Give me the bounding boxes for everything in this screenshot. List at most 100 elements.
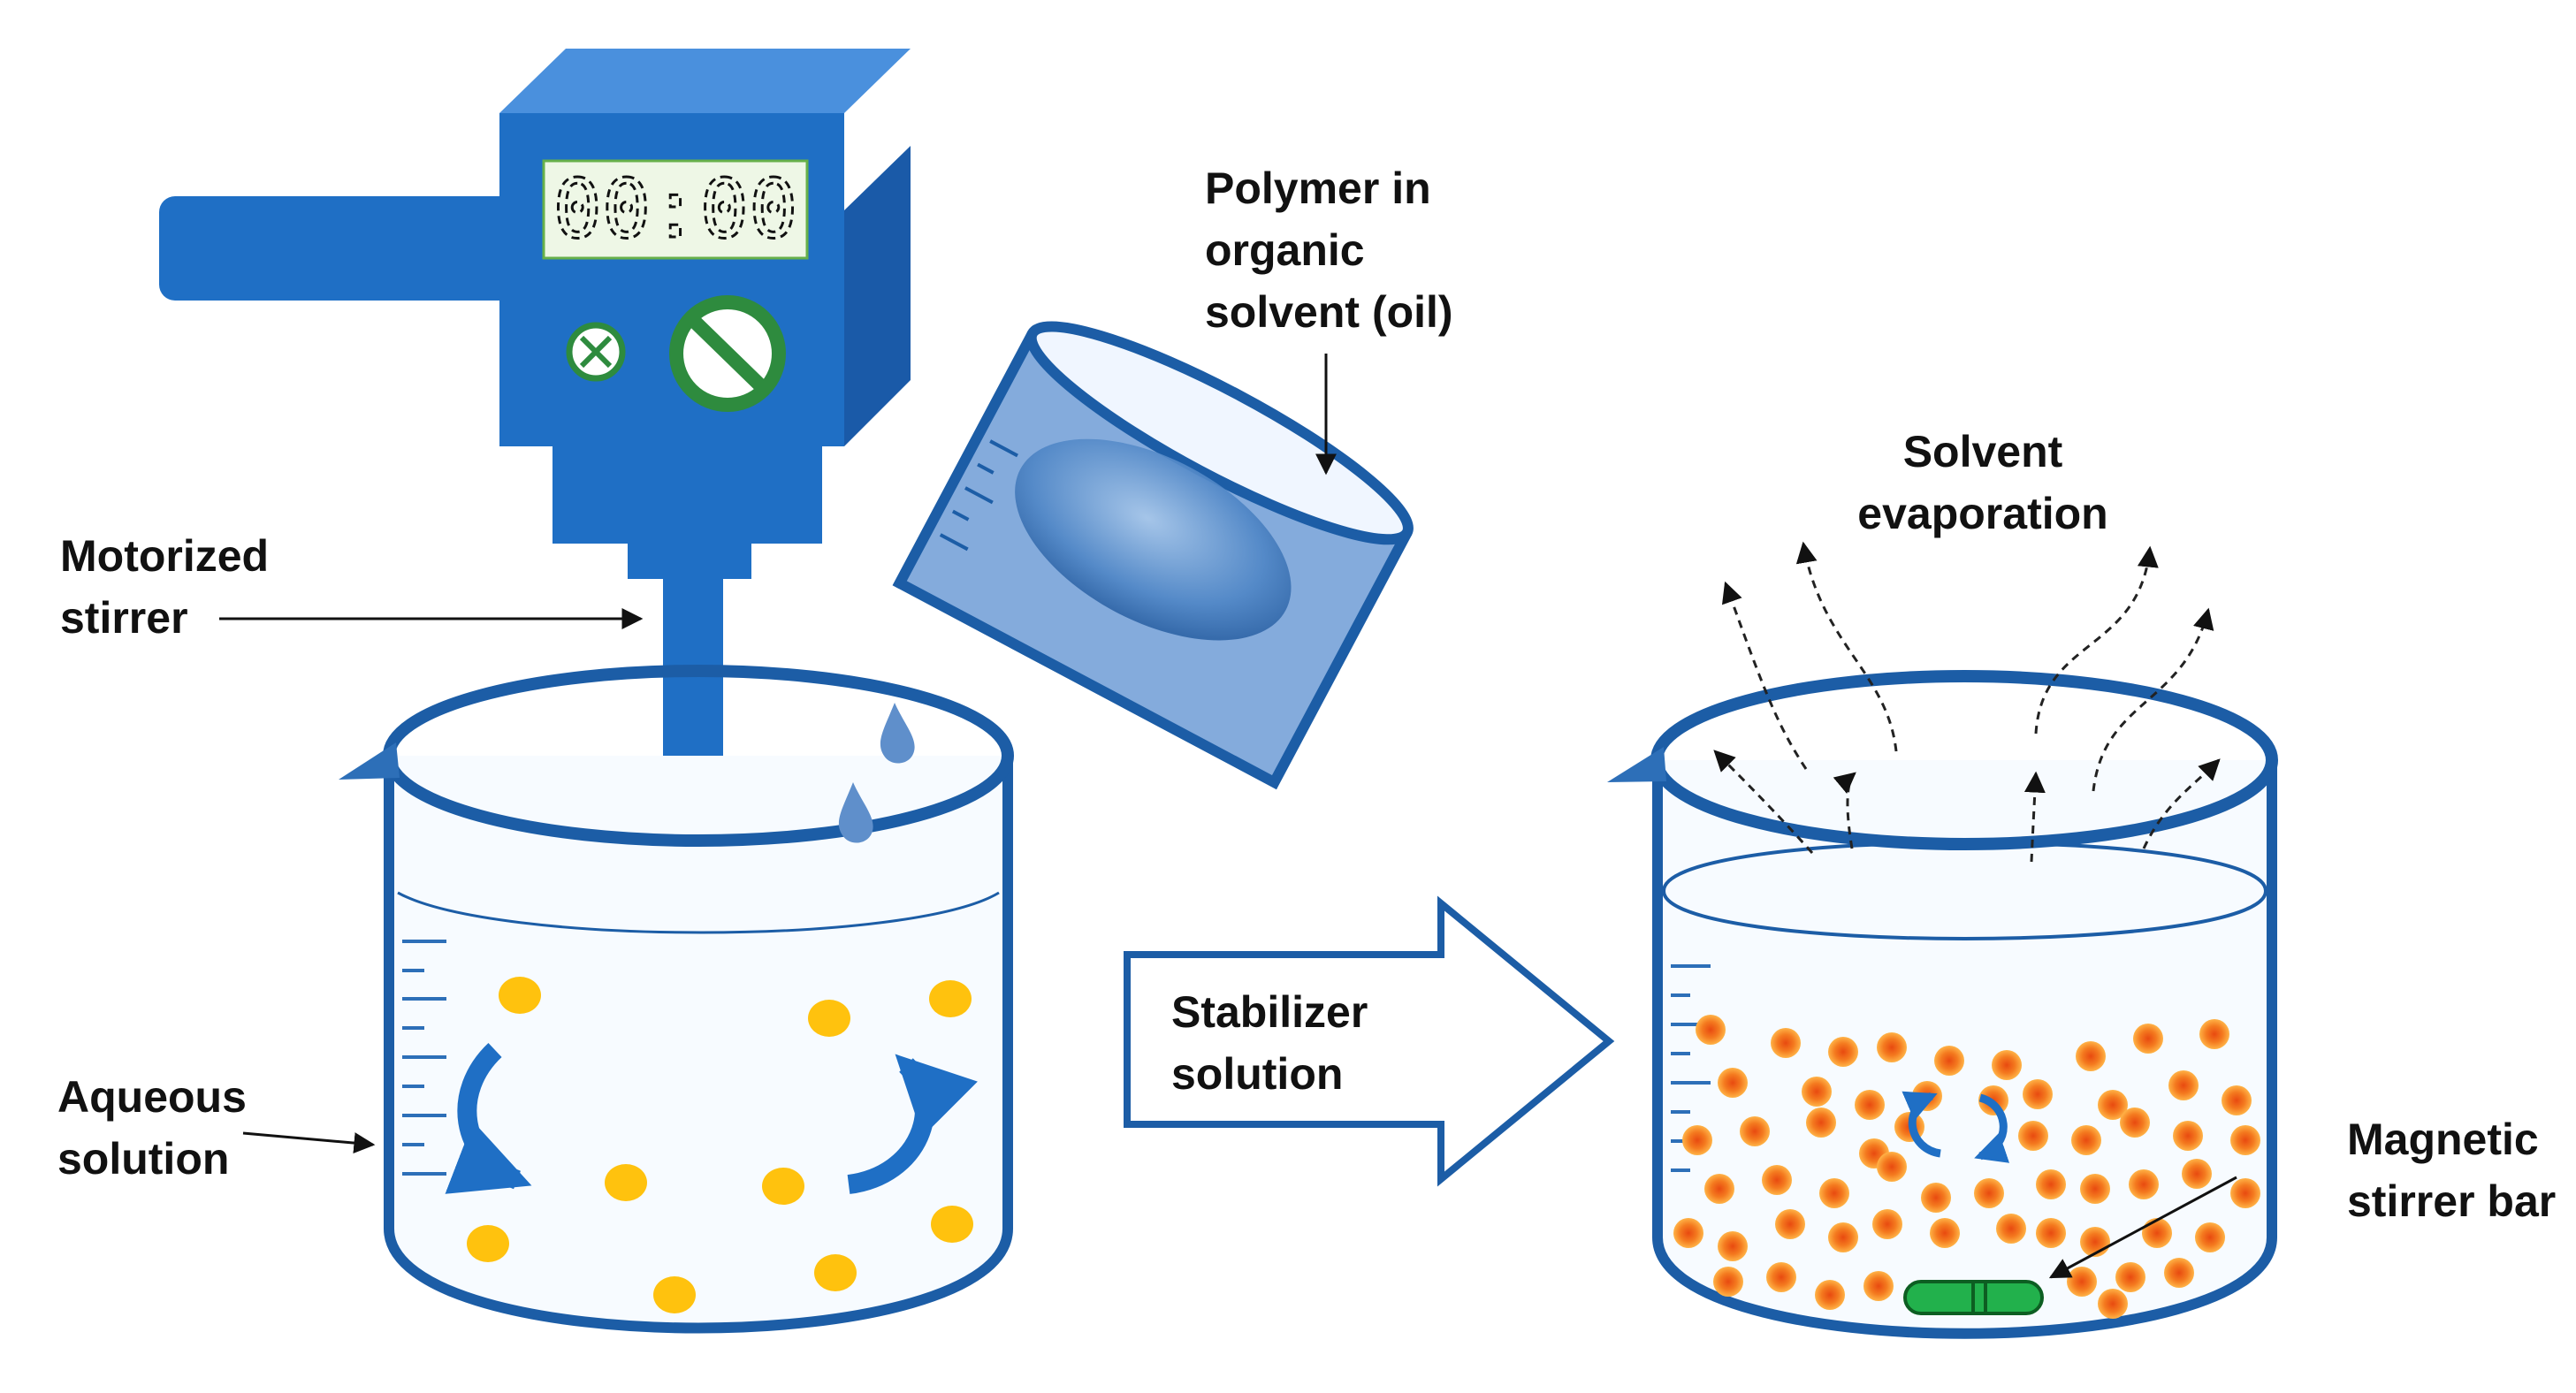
pouring-beaker-scale: [939, 439, 1018, 552]
vapor-arrow: [1713, 750, 1814, 854]
nanoparticle: [2164, 1258, 2194, 1288]
nanoparticle: [2173, 1121, 2203, 1151]
stirrer-neck: [553, 446, 822, 544]
label-solvent-evaporation: Solvent evaporation: [1857, 427, 2107, 538]
nanoparticle: [2182, 1159, 2212, 1189]
right-beaker-spout: [1607, 747, 1666, 782]
process-arrow: [1124, 895, 1615, 1187]
droplet: [814, 1254, 857, 1291]
nanoparticle: [1872, 1209, 1902, 1239]
label-motorized-stirrer: Motorized stirrer: [60, 531, 269, 643]
falling-drop: [838, 782, 873, 843]
label-stabilizer-solution: Stabilizer solution: [1171, 987, 1368, 1099]
vapor-arrow: [2142, 758, 2221, 849]
droplet: [931, 1206, 973, 1243]
droplet: [808, 1000, 850, 1037]
swirl-arrow-left: [445, 1042, 532, 1194]
stirrer-box-top: [499, 49, 911, 113]
label-polymer: Polymer in organic solvent (oil): [1205, 164, 1453, 337]
nanoparticle: [2080, 1174, 2110, 1204]
droplet: [467, 1225, 509, 1262]
nanoparticle: [2067, 1267, 2097, 1297]
label-line: Magnetic: [2347, 1115, 2539, 1164]
no-entry-icon[interactable]: [669, 295, 786, 412]
nanoparticle: [1740, 1116, 1770, 1146]
right-beaker: [1607, 670, 2278, 1339]
nanoparticle: [1673, 1218, 1703, 1248]
falling-drop: [880, 703, 915, 764]
droplet: [653, 1276, 696, 1313]
nanoparticle: [2036, 1218, 2066, 1248]
pouring-beaker: [892, 321, 1414, 790]
label-line: Stabilizer: [1171, 987, 1368, 1037]
nanoparticle: [2023, 1079, 2053, 1109]
nanoparticle: [1934, 1046, 1964, 1076]
nanoparticle: [1877, 1032, 1907, 1062]
nanoparticle: [2129, 1169, 2159, 1199]
nanoparticle: [1828, 1037, 1858, 1067]
rotate-arrows-icon: [1902, 1091, 2010, 1163]
stirrer-arm: [159, 196, 522, 301]
nanoparticle: [1819, 1178, 1849, 1208]
process-arrow-shape: [1124, 895, 1615, 1187]
falling-drops: [838, 703, 915, 843]
left-beaker-liquid-line: [397, 891, 1000, 934]
right-beaker-body: [1652, 760, 2277, 1339]
nanoparticle: [1921, 1183, 1951, 1213]
nanoparticle: [2098, 1090, 2128, 1120]
oil-blob: [1015, 438, 1292, 641]
label-line: solution: [57, 1134, 229, 1184]
left-beaker-scale: [402, 940, 446, 1176]
label-line: stirrer bar: [2347, 1176, 2556, 1226]
nanoparticle: [2018, 1121, 2048, 1151]
label-line: evaporation: [1857, 489, 2107, 538]
nanoparticle: [2142, 1218, 2172, 1248]
pointer-aqueous-solution: [242, 1131, 376, 1154]
label-line: Aqueous: [57, 1072, 247, 1122]
nanoparticle: [1863, 1271, 1894, 1301]
label-line: Motorized: [60, 531, 269, 581]
nanoparticle: [1696, 1015, 1726, 1045]
evaporation-arrows: [1713, 541, 2221, 863]
nanoparticle: [1775, 1209, 1805, 1239]
nanoparticle: [2133, 1024, 2163, 1054]
droplet: [499, 977, 541, 1014]
nanoparticle: [2098, 1289, 2128, 1319]
vapor-arrow: [1833, 772, 1856, 849]
nanoparticle: [1713, 1267, 1743, 1297]
nanoparticle: [1762, 1165, 1792, 1195]
vapor-arrow: [1795, 541, 1898, 752]
motorized-stirrer: 00:00: [159, 49, 911, 1146]
label-magnetic-stirrer-bar: Magnetic stirrer bar: [2347, 1115, 2556, 1226]
nanoparticle: [2120, 1108, 2150, 1138]
label-line: solution: [1171, 1049, 1343, 1099]
close-circle-icon[interactable]: [566, 322, 626, 382]
nanoparticle: [1718, 1231, 1748, 1261]
nanoparticle: [1930, 1218, 1960, 1248]
nanoparticle: [1996, 1214, 2026, 1244]
nanoparticle: [1806, 1108, 1836, 1138]
nanoparticle: [1828, 1222, 1858, 1252]
nanoparticle: [1771, 1028, 1801, 1058]
nanoparticle: [1766, 1262, 1796, 1292]
oil-droplets-yellow: [467, 977, 973, 1313]
nanoparticle: [2168, 1070, 2199, 1100]
vapor-arrow: [2092, 607, 2214, 792]
nanoparticles-orange: [1673, 1015, 2260, 1319]
label-line: stirrer: [60, 593, 188, 643]
nanoparticle: [1718, 1068, 1748, 1098]
pointer-magnetic-bar: [2048, 1176, 2237, 1279]
nanoparticle: [2230, 1178, 2260, 1208]
nanoparticle: [2076, 1041, 2106, 1071]
nanoparticle: [1974, 1178, 2004, 1208]
pouring-beaker-rim: [1025, 321, 1414, 545]
stirrer-display-digits: 00:00: [553, 162, 798, 256]
left-beaker-spout: [339, 742, 400, 780]
nanoparticle: [2230, 1125, 2260, 1155]
vapor-arrow: [2034, 545, 2159, 735]
nanoparticle: [2036, 1169, 2066, 1199]
nanoparticle: [1992, 1050, 2022, 1080]
nanoparticle: [2115, 1262, 2145, 1292]
nanoparticle: [2199, 1019, 2229, 1049]
